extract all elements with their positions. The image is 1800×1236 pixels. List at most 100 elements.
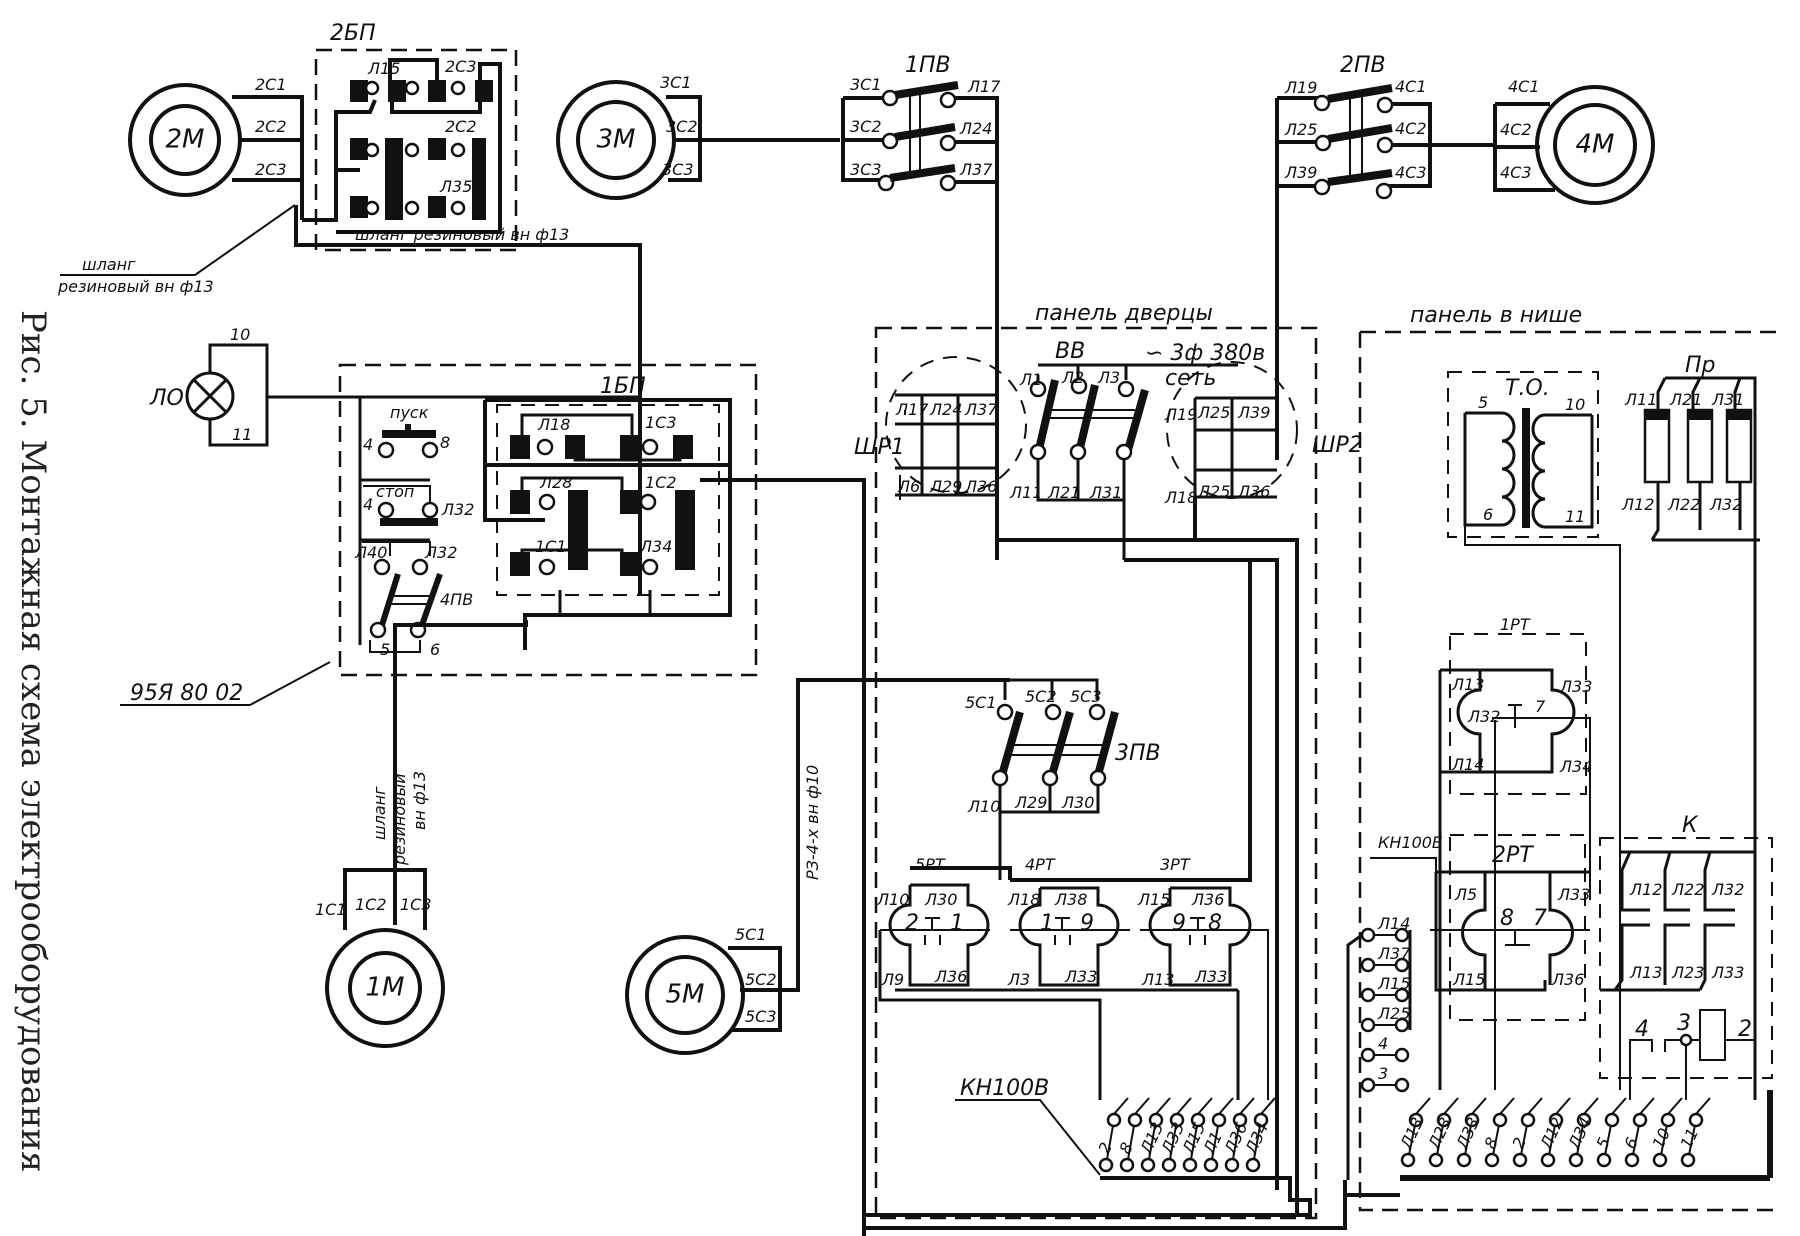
- wire-label: Л15: [1452, 970, 1485, 989]
- wire-label: Л35: [439, 177, 472, 196]
- terminal: [1245, 1157, 1261, 1173]
- wire-label: 5: [380, 640, 390, 659]
- wire-label: Л29: [1014, 793, 1047, 812]
- terminal: [1632, 1112, 1648, 1128]
- terminal-label: 1С3: [400, 895, 432, 914]
- terminal-feed: [1611, 1097, 1627, 1115]
- terminal: [1492, 1112, 1508, 1128]
- wire-label: Л34: [1559, 757, 1592, 776]
- motor-5m: 5М 5С1 5С2 5С3: [625, 678, 1010, 1055]
- terminal-label: 3: [1378, 1064, 1388, 1083]
- wire-label: Л39: [1284, 163, 1317, 182]
- terminal-feed: [1443, 1097, 1459, 1115]
- hose-annotation: резиновый: [390, 773, 409, 866]
- terminal: [1140, 1157, 1156, 1173]
- panel-niche-title: панель в нише: [1410, 303, 1582, 328]
- terminal: [1098, 1157, 1114, 1173]
- wire-label: 3С2: [850, 117, 882, 136]
- terminal-feed: [1155, 1097, 1171, 1115]
- terminal-feed: [1583, 1097, 1599, 1115]
- terminal-feed: [1555, 1097, 1571, 1115]
- part-number: 95Я 80 02: [130, 681, 243, 706]
- block-2bp-title: 2БП: [330, 21, 376, 46]
- switch-vv-title: ВВ: [1055, 339, 1085, 364]
- terminal-link: [1105, 1119, 1115, 1166]
- wire-label: 11: [1565, 507, 1585, 526]
- switch-1pv-title: 1ПВ: [905, 53, 951, 78]
- terminal-label: 5: [1592, 1134, 1614, 1151]
- wire-label: Л36: [1191, 890, 1224, 909]
- wire-label: 3С3: [850, 160, 882, 179]
- terminal-label: Л37: [1377, 944, 1411, 963]
- terminal-label: 11: [1676, 1125, 1702, 1151]
- wire-label: Л31: [1089, 483, 1122, 502]
- lamp-label: ЛО: [149, 386, 184, 411]
- wire-label: 2С2: [445, 117, 477, 136]
- wire-label: 2: [1738, 1017, 1752, 1042]
- motor-2m-label: 2М: [166, 125, 205, 155]
- wire-label: 9: [1172, 911, 1186, 936]
- wire-label: 1С1: [535, 537, 567, 556]
- button-stop-label: стоп: [376, 482, 414, 501]
- terminal: [1394, 1047, 1410, 1063]
- hose-annotation: шланг: [370, 786, 389, 840]
- motor-3m-label: 3М: [597, 125, 636, 155]
- switch-3pv-title: 3ПВ: [1115, 741, 1161, 766]
- terminal-label: 2: [1508, 1134, 1530, 1151]
- hose-2bp-1bp: [294, 205, 642, 595]
- terminal: [1428, 1152, 1444, 1168]
- mains-label: ∽ 3ф 380в: [1145, 341, 1265, 366]
- wire-label: Л10: [967, 797, 1000, 816]
- terminal-feed: [1176, 1097, 1192, 1115]
- terminal-label: 2С3: [255, 160, 287, 179]
- terminal-label: 10: [1648, 1125, 1674, 1151]
- terminal-label: 2С1: [255, 75, 287, 94]
- relay-3rt: 3РТ Л15 Л36 9 8 Л13 Л33: [1137, 855, 1269, 1100]
- terminal-label: 4: [1378, 1034, 1388, 1053]
- fuses-title: Пр: [1685, 353, 1716, 378]
- terminal-label: 2С2: [255, 117, 287, 136]
- motor-5m-label: 5М: [666, 980, 705, 1010]
- terminal-feed: [1218, 1097, 1234, 1115]
- wire-label: 1: [950, 911, 964, 936]
- wire-label: Л22: [1667, 495, 1700, 514]
- terminal-feed: [1527, 1097, 1543, 1115]
- wire-label: 6: [1483, 505, 1493, 524]
- wire-label: 4: [1635, 1017, 1649, 1042]
- wire-label: 4: [363, 435, 373, 454]
- switch-2pv-title: 2ПВ: [1340, 53, 1386, 78]
- wire-label: 5С1: [965, 693, 997, 712]
- wire-label: Л37: [959, 160, 993, 179]
- wire-label: Л1: [1019, 370, 1042, 389]
- wire-label: Л17: [895, 400, 929, 419]
- wire-label: Л3: [1097, 368, 1120, 387]
- wire-label: 6: [430, 640, 440, 659]
- wire-label: 1: [1040, 911, 1054, 936]
- wire-label: Л32: [1709, 495, 1742, 514]
- terminal: [1596, 1152, 1612, 1168]
- wire-label: Л18: [1007, 890, 1040, 909]
- wire-label: 4С1: [1395, 77, 1427, 96]
- terminal: [1484, 1152, 1500, 1168]
- wire-label: 7: [1535, 697, 1546, 716]
- wire-label: Л6: [897, 477, 920, 496]
- terminal: [1604, 1112, 1620, 1128]
- terminal-bus: [1346, 930, 1412, 1180]
- wire-label: Л34: [639, 537, 672, 556]
- terminal-kn100v-title: КН100В: [960, 1076, 1049, 1101]
- terminal: [1203, 1157, 1219, 1173]
- wire-label: 10: [230, 325, 250, 344]
- fuse: [1643, 408, 1753, 484]
- figure-caption: Рис. 5. Монтажная схема электрооборудова…: [13, 310, 53, 1173]
- terminal: [1224, 1157, 1240, 1173]
- wire-label: 3С1: [850, 75, 882, 94]
- terminal-feed: [1113, 1097, 1129, 1115]
- wire-label: Л37: [964, 400, 998, 419]
- wire-label: Л5: [1454, 885, 1477, 904]
- wire-label: Л36: [1551, 970, 1584, 989]
- terminal: [1360, 987, 1376, 1003]
- wire-label: Л11: [1624, 390, 1657, 409]
- terminal-label: 5С3: [745, 1007, 777, 1026]
